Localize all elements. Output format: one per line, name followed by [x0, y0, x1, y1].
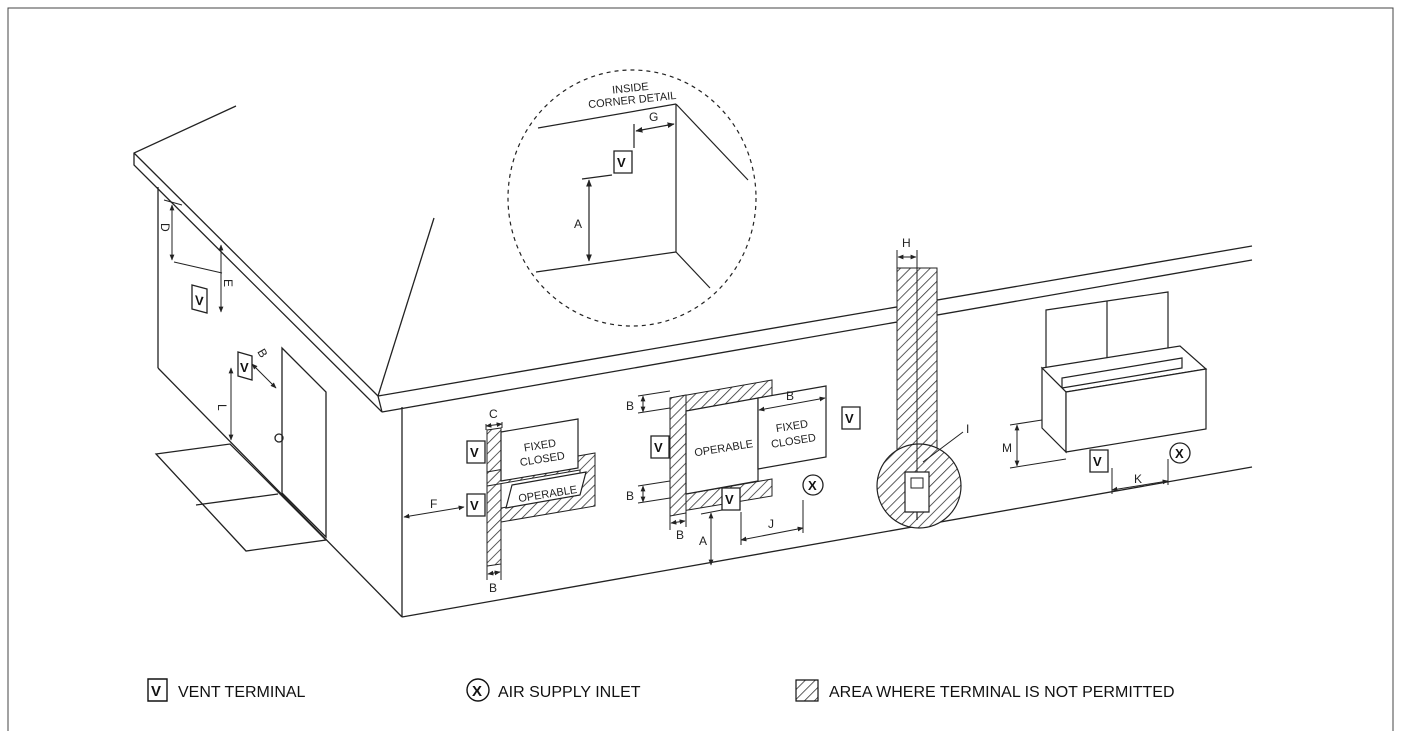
svg-text:V: V — [654, 440, 663, 455]
window1-dims — [403, 422, 503, 580]
svg-text:V: V — [617, 155, 626, 170]
house-outline — [134, 106, 1252, 617]
dim-m-label: M — [1002, 441, 1012, 455]
dim-k-label: K — [1134, 472, 1142, 486]
meter-area — [877, 268, 963, 528]
svg-text:V: V — [240, 360, 249, 375]
svg-text:V: V — [470, 498, 479, 513]
air-inlet-window2: X — [803, 475, 823, 495]
legend-vent-label: VENT TERMINAL — [178, 684, 306, 701]
dim-l-label: L — [215, 404, 229, 411]
vent-terminal-planter: V — [1090, 450, 1108, 472]
dim-b-door-label: B — [254, 346, 270, 360]
svg-text:V: V — [151, 683, 161, 700]
window2-fixed-line1: FIXED — [775, 418, 809, 435]
dim-b-bottom-left-label: B — [489, 581, 497, 595]
svg-text:X: X — [472, 683, 482, 700]
dim-f-label: F — [430, 497, 437, 511]
svg-text:X: X — [808, 478, 817, 493]
dim-e-label: E — [221, 279, 235, 287]
dim-b-mid-label: B — [626, 489, 634, 503]
corner-detail: INSIDE CORNER DETAIL G A V — [508, 70, 756, 326]
legend-hatch-label: AREA WHERE TERMINAL IS NOT PERMITTED — [829, 684, 1175, 701]
window1-fixed-line1: FIXED — [523, 438, 557, 455]
dim-b-top-label: B — [626, 399, 634, 413]
vent-terminal-window1-lower: V — [467, 494, 485, 516]
vent-terminal-window2-left: V — [651, 436, 669, 458]
detail-dim-a: A — [574, 217, 582, 231]
svg-text:V: V — [470, 445, 479, 460]
vent-terminal-left-door: V — [238, 352, 252, 380]
vent-terminal-left-upper: V — [192, 285, 207, 313]
left-wall-dims — [164, 200, 277, 441]
air-inlet-planter: X — [1170, 443, 1190, 463]
svg-text:V: V — [725, 492, 734, 507]
svg-text:X: X — [1175, 446, 1184, 461]
svg-text:V: V — [1093, 454, 1102, 469]
legend-vent-icon: V — [148, 679, 167, 701]
dim-d-label: D — [158, 223, 172, 232]
planter-window — [1042, 292, 1206, 452]
dim-i-label: I — [966, 422, 969, 436]
legend-inlet-label: AIR SUPPLY INLET — [498, 684, 641, 701]
meter-dims — [897, 250, 917, 268]
vent-terminal-window2-bottom: V — [722, 488, 740, 510]
dim-b-right-label: B — [786, 389, 794, 403]
dim-c-label: C — [489, 407, 498, 421]
dim-b-bottom-label: B — [676, 528, 684, 542]
dim-h-label: H — [902, 236, 911, 250]
svg-text:V: V — [845, 411, 854, 426]
window2-dims — [638, 391, 826, 566]
detail-vent-terminal: V — [614, 151, 632, 173]
svg-text:V: V — [195, 292, 204, 309]
legend: V VENT TERMINAL X AIR SUPPLY INLET AREA … — [148, 679, 1175, 701]
detail-dim-g: G — [649, 110, 658, 124]
legend-hatch-swatch — [796, 680, 818, 701]
planter-dims — [1010, 420, 1169, 494]
detail-title-line1: INSIDE — [612, 81, 650, 97]
frame-border — [8, 8, 1393, 731]
window-2: OPERABLE FIXED CLOSED — [670, 380, 826, 516]
vent-terminal-window2-right: V — [842, 407, 860, 429]
window-1: FIXED CLOSED OPERABLE — [487, 419, 595, 566]
legend-inlet-icon: X — [467, 679, 489, 701]
vent-terminal-window1-upper: V — [467, 441, 485, 463]
dim-j-label: J — [768, 517, 774, 531]
dim-a-wall-label: A — [699, 534, 707, 548]
